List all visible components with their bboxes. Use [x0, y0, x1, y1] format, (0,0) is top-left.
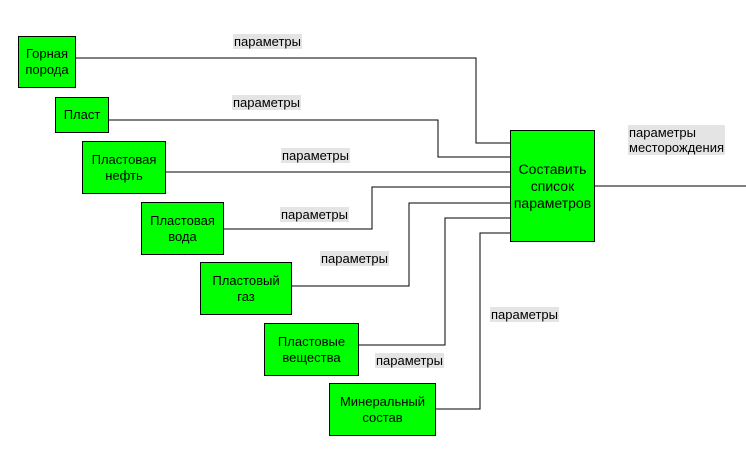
box-rock: Горная порода — [18, 36, 76, 88]
box-water: Пластовая вода — [141, 202, 224, 255]
label-water-params: параметры — [280, 207, 349, 222]
label-substances-params: параметры — [375, 353, 444, 368]
label-oil-params: параметры — [281, 148, 350, 163]
label-rock-params: параметры — [233, 34, 302, 49]
label-gas-params: параметры — [320, 251, 389, 266]
box-substances: Пластовые вещества — [264, 323, 359, 376]
label-layer-params: параметры — [232, 95, 301, 110]
process-box: Составить список параметров — [510, 130, 595, 242]
wire-gas — [292, 202, 511, 287]
label-mineral-params: параметры — [490, 307, 559, 322]
wire-mineral — [436, 232, 511, 410]
wire-substances — [359, 217, 511, 346]
box-layer: Пласт — [55, 97, 109, 133]
wire-rock — [76, 57, 511, 144]
box-gas: Пластовый газ — [200, 262, 292, 315]
box-oil: Пластовая нефть — [82, 141, 166, 194]
wire-water — [224, 186, 511, 230]
wire-layer — [109, 119, 511, 158]
box-mineral: Минеральный состав — [329, 383, 436, 436]
label-output-params: параметры месторождения — [628, 125, 726, 155]
